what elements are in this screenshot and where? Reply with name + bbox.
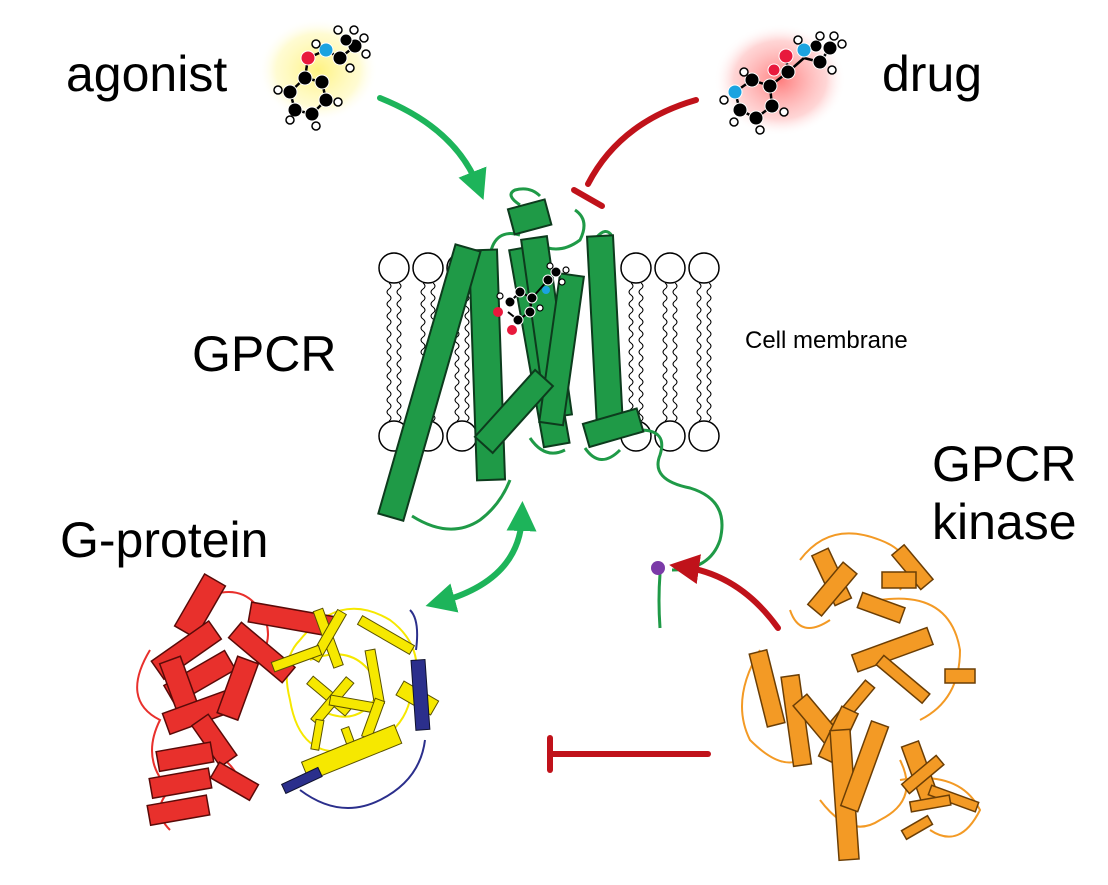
bound-ligand-molecule-icon xyxy=(493,262,570,335)
lipid-tail xyxy=(662,282,668,356)
lipid-tail xyxy=(662,354,668,422)
lipid-tail xyxy=(396,354,402,422)
lipid-tail xyxy=(386,282,392,356)
lipid-tail xyxy=(628,282,634,356)
drug-inhibition-arrow xyxy=(571,97,699,209)
lipid-head xyxy=(446,420,478,452)
lipid-tail xyxy=(464,354,470,422)
gpcr-label: GPCR xyxy=(192,326,337,382)
lipid-tail xyxy=(706,282,712,356)
lipid-tail xyxy=(672,282,678,356)
gpcr-kinase-label: GPCR kinase xyxy=(932,436,1077,551)
lipid-head xyxy=(688,420,720,452)
lipid-tail xyxy=(396,282,402,356)
lipid-tail xyxy=(386,354,392,422)
lipid-tail xyxy=(696,282,702,356)
gpcr-receptor xyxy=(377,187,724,629)
lipid-tail xyxy=(454,354,460,422)
gpcr-kinase-label-line2: kinase xyxy=(932,493,1077,550)
gpcr-kinase xyxy=(741,532,982,862)
lipid-head xyxy=(412,252,444,284)
gpcr-kinase-label-line1: GPCR xyxy=(932,436,1077,492)
g-protein xyxy=(136,572,440,831)
g-protein-label: G-protein xyxy=(60,512,269,568)
lipid-head xyxy=(378,252,410,284)
lipid-head xyxy=(620,252,652,284)
agonist-molecule-icon xyxy=(258,18,378,131)
lipid-tail xyxy=(638,282,644,356)
kinase-phosphorylation-arrow xyxy=(669,554,781,631)
drug-molecule-icon xyxy=(714,24,847,136)
agonist-activation-arrow xyxy=(377,95,487,200)
lipid-tail xyxy=(420,282,426,356)
cell-membrane-label: Cell membrane xyxy=(745,327,908,354)
lipid-tail xyxy=(638,354,644,422)
phosphorylation-site-dot xyxy=(651,561,665,575)
gpcr-g-protein-arrow xyxy=(425,501,537,613)
lipid-head xyxy=(654,252,686,284)
lipid-tail xyxy=(696,354,702,422)
lipid-head xyxy=(688,252,720,284)
lipid-tail xyxy=(672,354,678,422)
agonist-label: agonist xyxy=(66,46,228,102)
lipid-tail xyxy=(706,354,712,422)
kinase-inhibition-arrow xyxy=(547,735,711,773)
drug-label: drug xyxy=(882,46,983,102)
